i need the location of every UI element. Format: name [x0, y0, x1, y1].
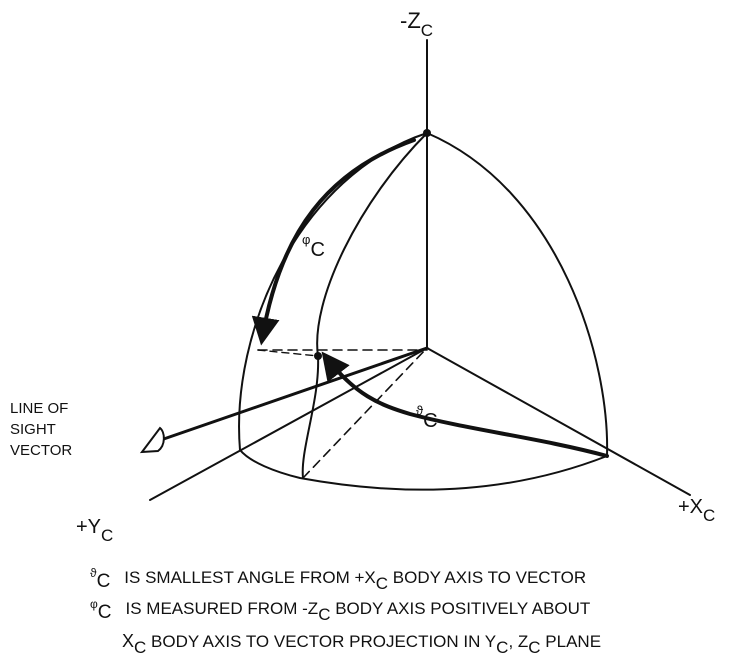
theta-label: ϑC	[416, 403, 438, 432]
sight-vector-line	[153, 346, 429, 444]
octant-arc-xy	[239, 449, 608, 491]
vector-dot	[314, 352, 322, 360]
y-axis-line	[149, 347, 428, 501]
pole-dot	[423, 129, 431, 137]
projection-dash-2	[302, 347, 428, 479]
vector-label: LINE OF SIGHT VECTOR	[10, 400, 73, 459]
sight-vector-tip-icon	[139, 426, 165, 454]
z-axis-label: -ZC	[400, 8, 433, 40]
meridian-arc	[301, 132, 428, 479]
phi-label: φC	[302, 232, 325, 261]
projection-dash-3	[257, 349, 319, 357]
x-axis-label: +XC	[678, 496, 715, 525]
theta-arrow	[321, 351, 609, 458]
legend-line-3: XC BODY AXIS TO VECTOR PROJECTION IN YC,…	[122, 631, 601, 657]
phi-arrow	[251, 138, 416, 346]
y-axis-label: +YC	[76, 516, 113, 545]
octant-arc-zx	[426, 132, 609, 457]
x-axis-line	[426, 347, 691, 496]
